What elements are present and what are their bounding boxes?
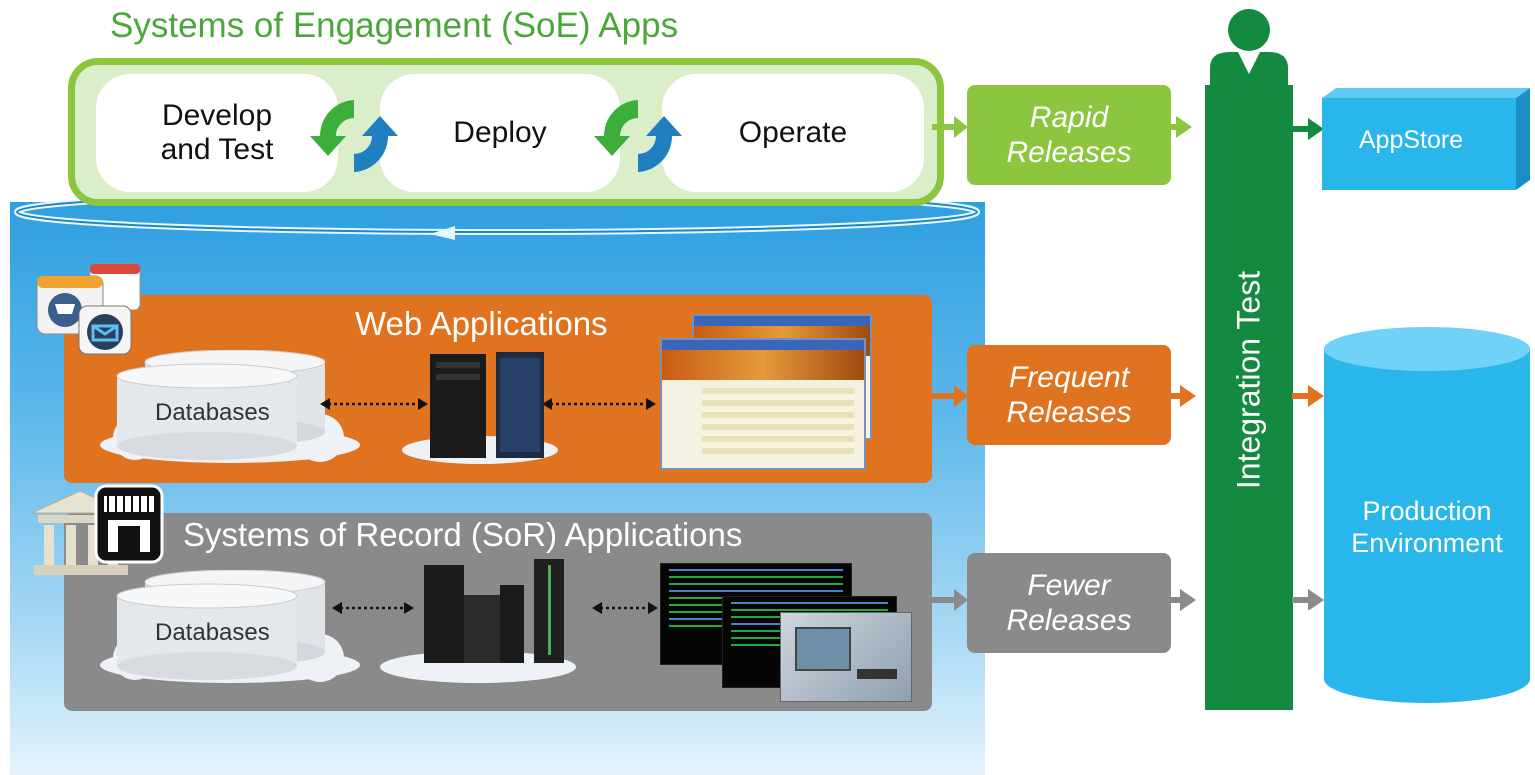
database-icon: [100, 350, 360, 463]
deploy-step: Deploy: [380, 74, 620, 192]
operate-label: Operate: [738, 115, 848, 149]
deploy-arrows: [1292, 118, 1324, 610]
database-icon: [100, 570, 360, 683]
refresh-cycle-icon: [594, 100, 682, 172]
develop-test-label: Develop and Test: [160, 98, 274, 167]
appstore-label: AppStore: [1358, 126, 1464, 154]
integration-test-bar: [1205, 85, 1293, 710]
frequent-releases-box: Frequent Releases: [967, 345, 1171, 445]
sor-databases-label: Databases: [155, 619, 270, 646]
web-databases-label: Databases: [155, 399, 270, 426]
develop-test-step: Develop and Test: [96, 74, 338, 192]
production-environment-label: Production Environment: [1351, 496, 1503, 559]
web-connectors: [320, 398, 656, 410]
storefront-icon: [94, 484, 164, 564]
web-applications-title: Web Applications: [355, 305, 608, 342]
integration-test-label: Integration Test: [1230, 270, 1267, 490]
appstore-box: [1322, 88, 1530, 190]
frequent-releases-label: Frequent Releases: [1006, 360, 1132, 429]
fewer-releases-label: Fewer Releases: [1006, 568, 1132, 637]
refresh-cycle-icon: [310, 100, 398, 172]
operate-step: Operate: [662, 74, 924, 192]
rapid-releases-label: Rapid Releases: [1006, 100, 1132, 169]
rapid-releases-box: Rapid Releases: [967, 85, 1171, 185]
fewer-releases-box: Fewer Releases: [967, 553, 1171, 653]
atm-photo: [780, 612, 912, 702]
web-app-window: [660, 338, 866, 470]
production-environment-cylinder: [1324, 327, 1530, 703]
sor-connectors: [332, 602, 658, 614]
sor-applications-title: Systems of Record (SoR) Applications: [183, 516, 743, 553]
server-icon: [380, 559, 576, 683]
server-icon: [402, 352, 558, 464]
deploy-label: Deploy: [453, 115, 547, 149]
person-icon: [1210, 9, 1288, 88]
shopping-cart-icon: [36, 263, 141, 355]
page-title: Systems of Engagement (SoE) Apps: [110, 6, 679, 45]
